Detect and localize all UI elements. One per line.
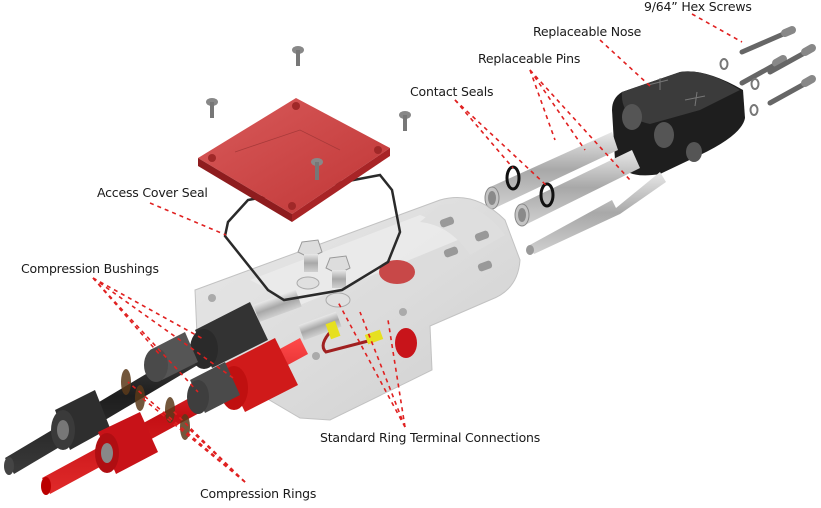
nose-hole xyxy=(686,142,702,162)
yellow-sleeve xyxy=(325,320,341,340)
label-contact-seals: Contact Seals xyxy=(410,84,494,99)
label-compression-bushings: Compression Bushings xyxy=(21,261,159,276)
callout-compression-bushings xyxy=(92,277,237,381)
washer xyxy=(749,104,759,116)
callout-compression-bushings xyxy=(92,277,161,356)
callout-compression-bushings xyxy=(92,277,199,393)
callout-hex-screws xyxy=(691,13,743,43)
callout-compression-rings xyxy=(141,397,246,483)
housing-post xyxy=(312,352,320,360)
hex-screws xyxy=(739,26,816,106)
callout-ring-terminal xyxy=(387,319,406,428)
housing-post xyxy=(399,308,407,316)
red-end-nut xyxy=(95,412,158,474)
cover-screw xyxy=(206,98,218,118)
compression-ring xyxy=(135,385,145,411)
callout-access-cover-seal xyxy=(149,202,227,236)
contact-seal xyxy=(539,182,555,208)
callout-replaceable-pins xyxy=(529,69,631,181)
callout-compression-rings xyxy=(186,426,246,483)
callout-replaceable-pins xyxy=(529,69,586,151)
access-cover xyxy=(198,98,390,222)
label-replaceable-pins: Replaceable Pins xyxy=(478,51,581,66)
label-replaceable-nose: Replaceable Nose xyxy=(533,24,642,39)
compression-ring xyxy=(121,369,131,395)
label-compression-rings: Compression Rings xyxy=(200,486,317,501)
washer xyxy=(750,78,760,90)
label-standard-ring-terminal-connections: Standard Ring Terminal Connections xyxy=(320,430,541,445)
replaceable-nose xyxy=(612,71,745,176)
cover-screw xyxy=(292,46,304,66)
compression-ring xyxy=(165,397,175,423)
black-cable-assembly xyxy=(4,302,268,475)
nose-hole xyxy=(622,104,642,130)
callout-replaceable-pins xyxy=(529,69,556,141)
black-end-nut xyxy=(51,390,110,450)
hex-screw xyxy=(767,44,816,75)
callout-compression-bushings xyxy=(92,277,206,341)
compression-bushing-black xyxy=(144,302,268,382)
hex-screw xyxy=(767,75,816,106)
replaceable-pin xyxy=(526,172,666,255)
cover-screw xyxy=(399,111,411,131)
callout-contact-seals xyxy=(454,99,548,187)
replaceable-pin xyxy=(484,132,618,210)
access-cover-screws xyxy=(206,46,411,180)
red-cable-assembly xyxy=(41,338,308,495)
compression-bushing-red xyxy=(187,338,298,414)
hex-screw xyxy=(739,26,796,55)
label-access-cover-seal: Access Cover Seal xyxy=(97,185,208,200)
callout-contact-seals xyxy=(454,99,514,169)
yellow-sleeve xyxy=(364,329,384,345)
red-port xyxy=(395,328,417,358)
red-plug xyxy=(379,260,415,284)
housing-post xyxy=(208,294,216,302)
callout-replaceable-nose xyxy=(599,39,651,87)
callout-lines xyxy=(92,13,743,483)
label-hex-screws: 9/64” Hex Screws xyxy=(644,0,752,14)
washer xyxy=(719,58,729,70)
cover-screw xyxy=(311,158,323,180)
hex-screw xyxy=(739,55,787,86)
nose-hole xyxy=(654,122,674,148)
